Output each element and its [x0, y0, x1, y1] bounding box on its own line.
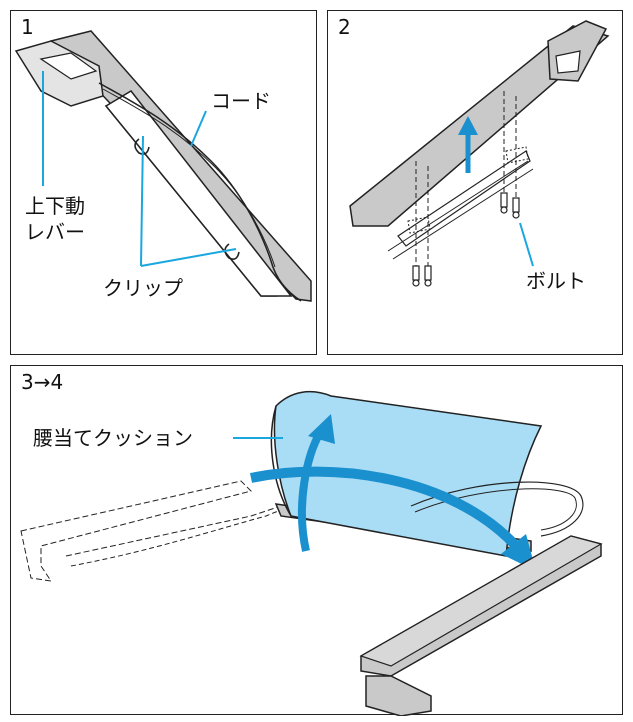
bolt-mount-diagram [349, 20, 610, 287]
clip-upper [134, 138, 150, 155]
cushion-label: 腰当てクッション [33, 426, 193, 450]
lever [14, 40, 104, 107]
bracket [397, 150, 531, 247]
cord-label: コード [211, 89, 271, 113]
panel-3: 3→4 腰当てクッション [10, 365, 623, 716]
upper-bar [349, 25, 610, 227]
arm-side [104, 90, 293, 297]
lever-cord-diagram [14, 30, 312, 302]
bolt-icons [412, 192, 520, 287]
step-number: 2 [338, 15, 351, 39]
bolt-label: ボルト [526, 269, 586, 293]
lever-label-line2: レバー [25, 220, 85, 244]
panel-1: 1 コード 上下動 レバー クリップ [10, 10, 317, 355]
clip-label: クリップ [103, 276, 183, 300]
step-number: 1 [21, 15, 34, 39]
lever-label-line1: 上下動 [25, 194, 85, 218]
ghost-arm [20, 480, 252, 582]
step-number: 3→4 [21, 370, 64, 394]
cushion-rotation-diagram [20, 390, 603, 716]
panel-2: 2 ボルト [327, 10, 623, 355]
new-lever [365, 675, 432, 716]
clip-lower [224, 243, 240, 260]
